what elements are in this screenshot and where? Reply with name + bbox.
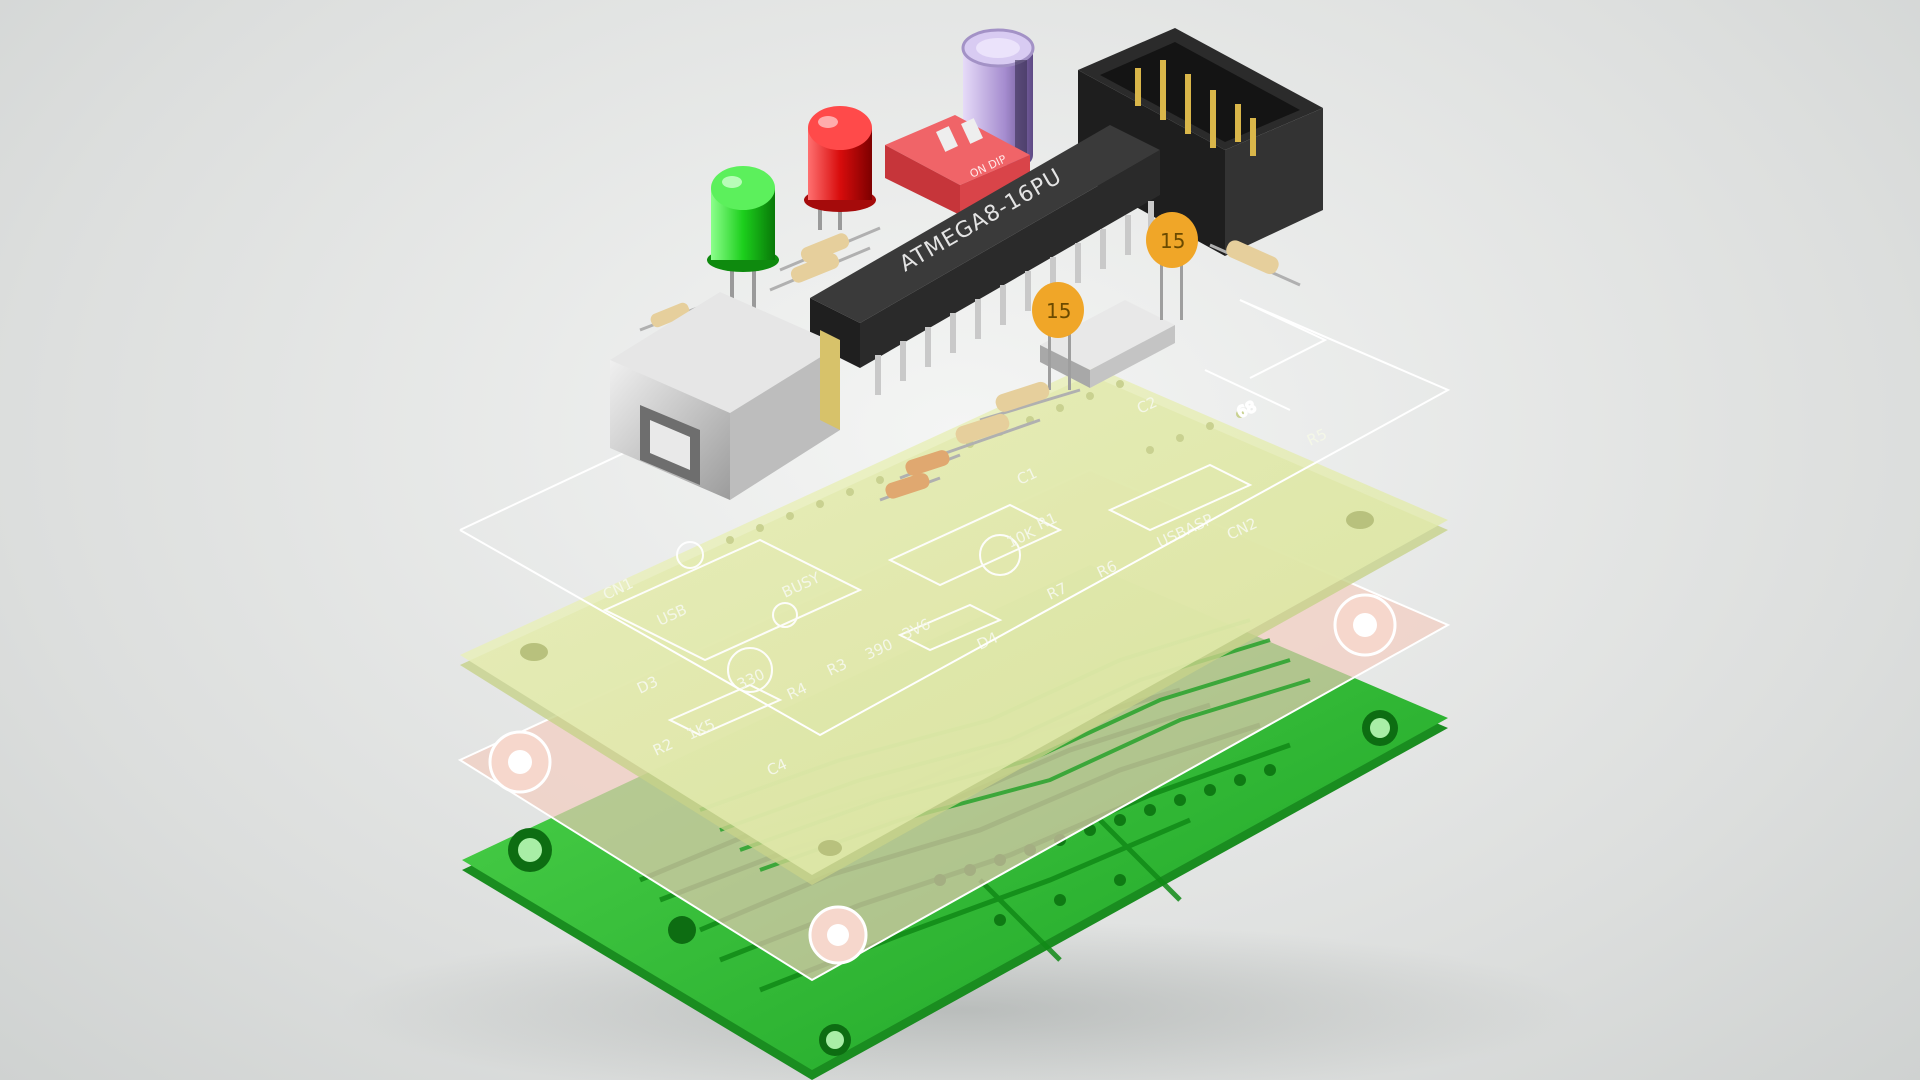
red-led [804, 106, 876, 230]
ceramic-capacitor-c1-value: 15 [1046, 299, 1071, 323]
resistor-group-led [639, 226, 881, 332]
resistor-r5 [1209, 240, 1301, 287]
ceramic-capacitor-c2-value: 15 [1160, 229, 1185, 253]
resistor-group-lower [879, 381, 1081, 502]
usb-b-connector [610, 292, 840, 500]
green-led [707, 166, 779, 325]
resistor-r5-value: 68 [1234, 397, 1259, 421]
silk-r5-label: R5 [1304, 425, 1330, 450]
ceramic-capacitor-c2: 15 [1146, 212, 1198, 320]
silkscreen-layer-board: CN1 USB BUSY USBASP CN2 R1 10K R6 R7 R5 … [460, 365, 1448, 885]
ceramic-capacitor-c1: 15 [1032, 282, 1084, 390]
dip-switch: ON DIP [885, 115, 1030, 215]
crystal-oscillator [1040, 300, 1175, 388]
box-header-cn2 [1078, 28, 1323, 256]
